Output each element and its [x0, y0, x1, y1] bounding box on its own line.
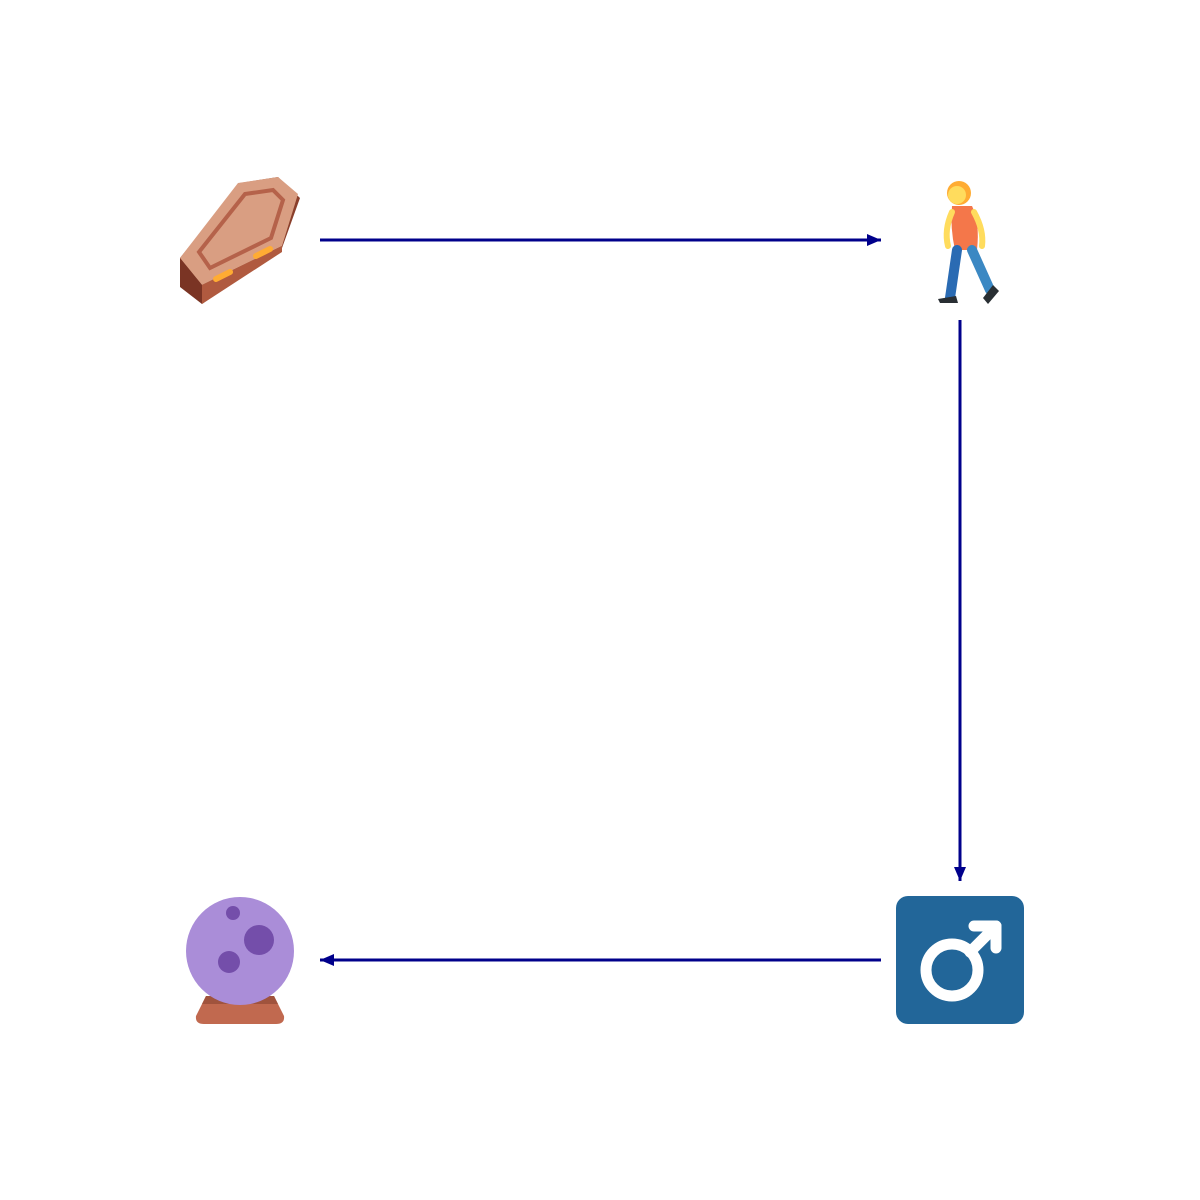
crystal-ball-icon — [186, 897, 294, 1024]
male-sign-icon — [896, 896, 1024, 1024]
edges — [320, 234, 966, 966]
coffin-icon — [180, 177, 300, 304]
person-walking-icon — [938, 181, 999, 304]
